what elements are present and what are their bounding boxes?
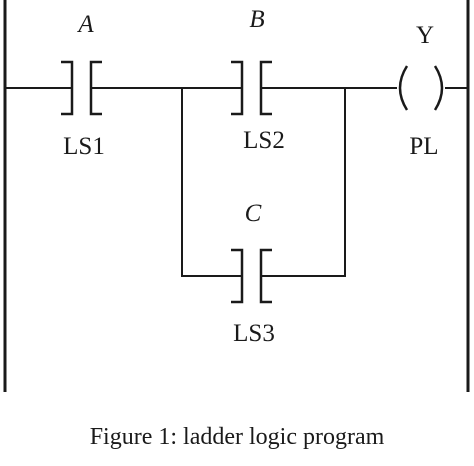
contact-ls2-left-bar	[231, 60, 244, 116]
coil-device-label: PL	[409, 133, 438, 160]
coil-right-arc	[433, 65, 444, 111]
contact-ls3-device-label: LS3	[233, 320, 275, 347]
branch-wire-left	[181, 87, 241, 277]
figure-caption: Figure 1: ladder logic program	[89, 424, 385, 450]
contact-ls2	[231, 60, 272, 116]
contact-ls3-right-bar	[259, 248, 272, 304]
contact-ls3-left-bar	[231, 248, 244, 304]
contact-ls3	[231, 248, 272, 304]
coil-output-label: Y	[416, 22, 434, 49]
contact-ls2-right-bar	[259, 60, 272, 116]
branch-wire-right	[262, 87, 346, 277]
contact-ls3-italic-label: C	[245, 200, 262, 227]
contact-ls2-device-label: LS2	[243, 127, 285, 154]
contact-ls1-device-label: LS1	[63, 133, 105, 160]
contact-ls1-right-bar	[89, 60, 102, 116]
coil-y	[398, 65, 444, 111]
contact-ls1-left-bar	[61, 60, 74, 116]
contact-ls1	[61, 60, 102, 116]
coil-left-arc	[398, 65, 409, 111]
contact-ls1-italic-label: A	[76, 11, 94, 38]
contact-ls2-italic-label: B	[249, 6, 264, 33]
